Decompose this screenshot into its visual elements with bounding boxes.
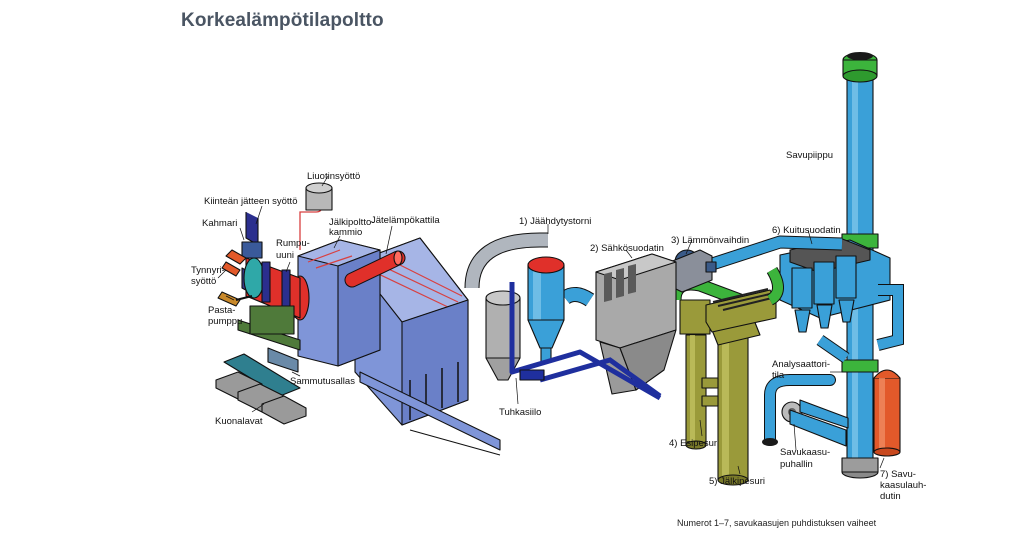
boiler-drum	[344, 250, 406, 288]
label-savukaasulauhdutin-3: dutin	[880, 491, 901, 502]
blue-ductwork	[697, 235, 904, 363]
label-jalkipolttokammio-1: Jälkipoltto-	[329, 217, 374, 228]
pre-scrubber	[679, 299, 711, 450]
label-jaahdytystorni: 1) Jäähdytystorni	[519, 216, 591, 227]
label-analysaattoritila-1: Analysaattori-	[772, 359, 830, 370]
label-pastapumppu-1: Pasta-	[208, 305, 235, 316]
label-tuhkasiilo: Tuhkasiilo	[499, 407, 541, 418]
ash-silo	[485, 290, 521, 381]
label-pastapumppu-2: pumppu	[208, 316, 242, 327]
label-kuonalavat: Kuonalavat	[215, 416, 263, 427]
slag-pallets	[215, 371, 307, 425]
label-savupiippu: Savupiippu	[786, 150, 833, 161]
label-kuitusuodatin: 6) Kuitusuodatin	[772, 225, 841, 236]
label-kahmari: Kahmari	[202, 218, 237, 229]
waste-heat-boiler	[354, 237, 501, 456]
label-savukaasulauhdutin-1: 7) Savu-	[880, 469, 916, 480]
label-tynnyrisyotto-2: syöttö	[191, 276, 216, 287]
leader-lines	[217, 175, 885, 475]
label-savukaasupuhallin-1: Savukaasu-	[780, 447, 830, 458]
label-esipesuri: 4) Esipesuri	[669, 438, 719, 449]
footnote: Numerot 1–7, savukaasujen puhdistuksen v…	[677, 518, 877, 528]
label-analysaattoritila-2: tila	[772, 370, 785, 381]
label-rumpuuuni-2: uuni	[276, 250, 294, 261]
label-rumpuuuni-1: Rumpu-	[276, 238, 310, 249]
label-sammutusallas: Sammutusallas	[290, 376, 355, 387]
post-scrubber	[701, 319, 761, 486]
label-lammonvaihdin: 3) Lämmönvaihdin	[671, 235, 749, 246]
label-sahkosuodatin: 2) Sähkösuodatin	[590, 243, 664, 254]
label-tynnyrisyotto-1: Tynnyri-	[191, 265, 225, 276]
afterburner-chamber	[297, 239, 381, 367]
page-title: Korkealämpötilapoltto	[181, 10, 384, 31]
flue-gas-fan	[762, 374, 849, 447]
rotary-kiln	[237, 257, 310, 373]
feed-systems	[217, 182, 333, 307]
flue-gas-condenser	[873, 369, 901, 457]
ash-conveyor	[509, 282, 662, 401]
fabric-filter	[779, 237, 891, 333]
label-jalkipesuri: 5) Jälkipesuri	[709, 476, 765, 487]
label-jalkipolttokammio-2: kammio	[329, 227, 362, 238]
label-kiintean-jatteen-syotto: Kiinteän jätteen syöttö	[204, 196, 297, 207]
label-jatelampokattila: Jätelämpökattila	[371, 215, 440, 226]
cooling-tower	[464, 232, 565, 363]
label-liuotinsyotto: Liuotinsyöttö	[307, 171, 360, 182]
label-savukaasupuhallin-2: puhallin	[780, 459, 813, 470]
label-savukaasulauhdutin-2: kaasulauh-	[880, 480, 926, 491]
